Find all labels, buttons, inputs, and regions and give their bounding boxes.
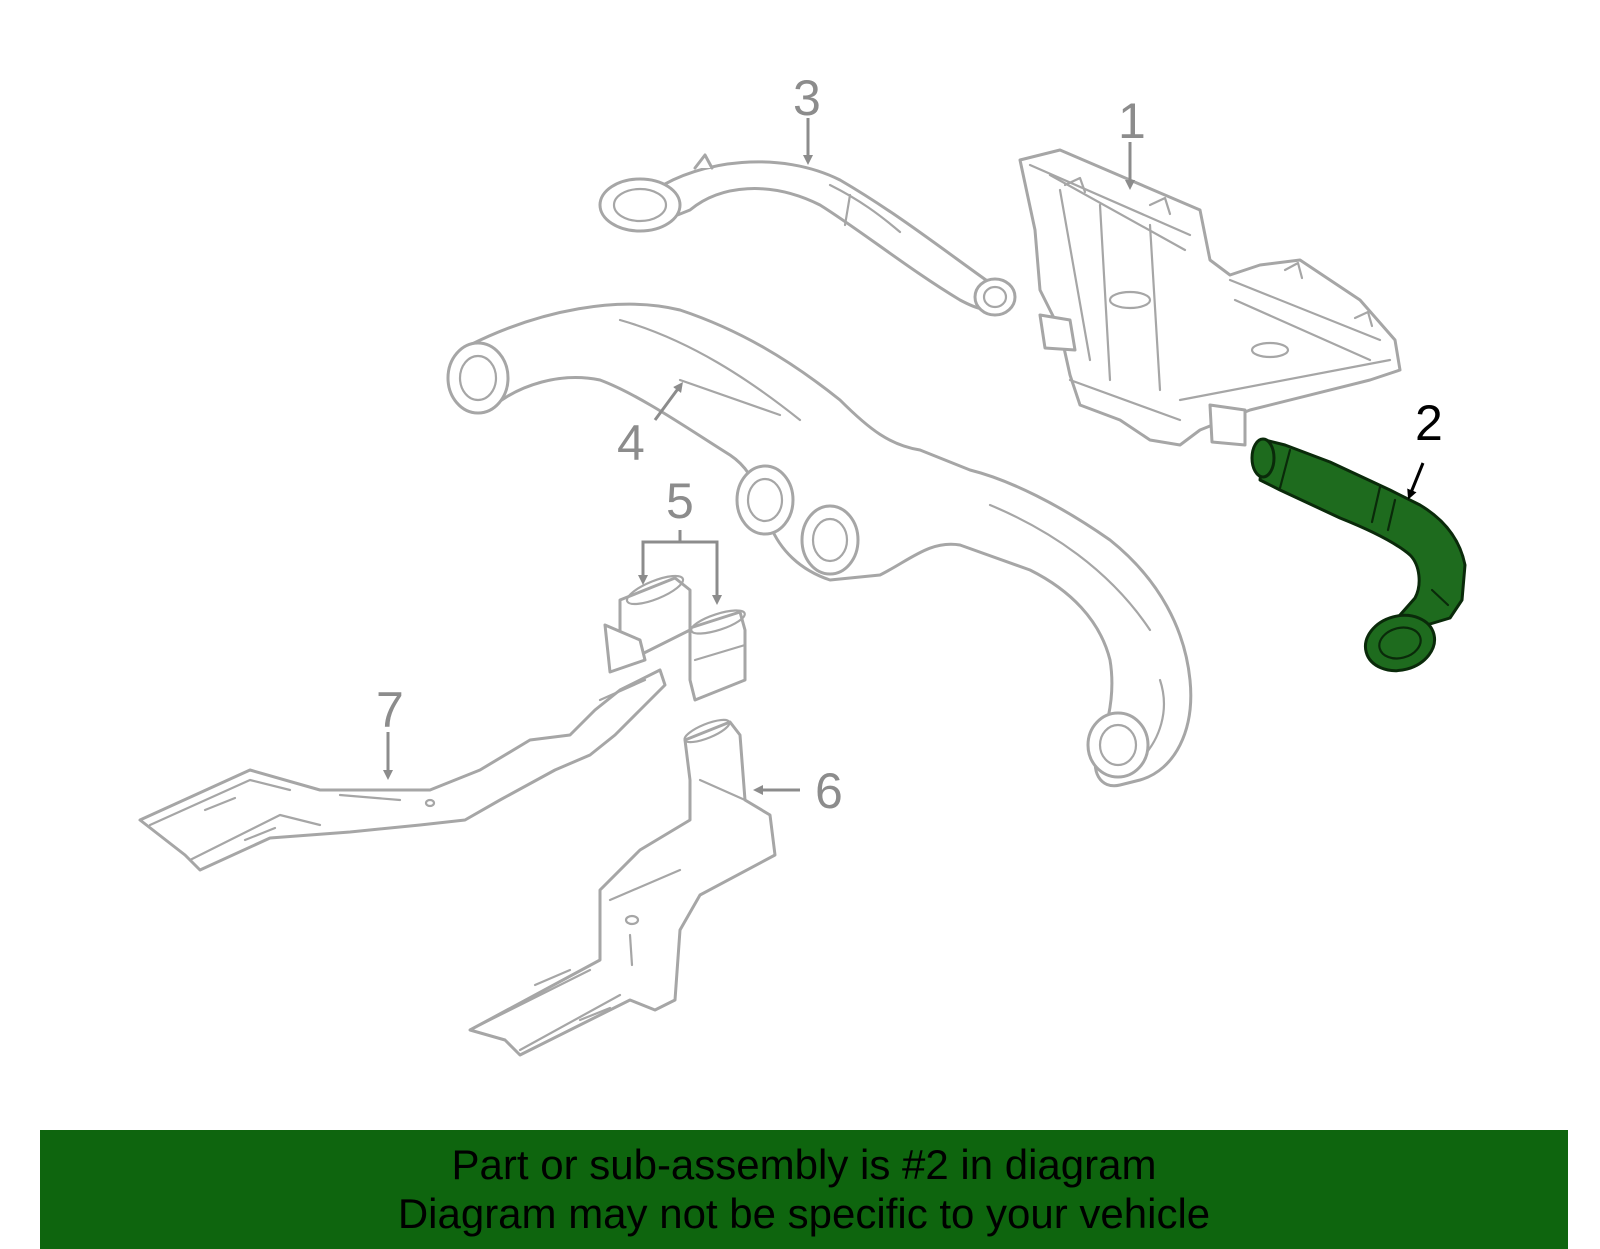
part-7-floor-duct bbox=[138, 668, 667, 872]
parts-diagram: 1 3 4 5 6 7 2 bbox=[138, 70, 1467, 1057]
part-2-highlighted-duct bbox=[1250, 437, 1467, 673]
footer-line-2: Diagram may not be specific to your vehi… bbox=[397, 1190, 1211, 1237]
callout-7: 7 bbox=[376, 682, 404, 738]
footer-banner: Part or sub-assembly is #2 in diagram Di… bbox=[40, 1130, 1568, 1249]
part-1-vent-housing bbox=[1018, 148, 1402, 447]
callout-3: 3 bbox=[793, 70, 821, 126]
callout-2: 2 bbox=[1415, 395, 1443, 451]
callout-5: 5 bbox=[666, 473, 694, 529]
part-5-vent-adapters bbox=[603, 574, 747, 702]
part-6-floor-duct bbox=[468, 718, 777, 1057]
callout-leaders bbox=[383, 118, 1425, 795]
callout-6: 6 bbox=[815, 763, 843, 819]
callout-4: 4 bbox=[617, 415, 645, 471]
callout-1: 1 bbox=[1118, 93, 1146, 149]
footer-line-1: Part or sub-assembly is #2 in diagram bbox=[451, 1141, 1157, 1188]
part-3-duct bbox=[598, 153, 1017, 317]
part-4-main-duct bbox=[446, 302, 1193, 788]
